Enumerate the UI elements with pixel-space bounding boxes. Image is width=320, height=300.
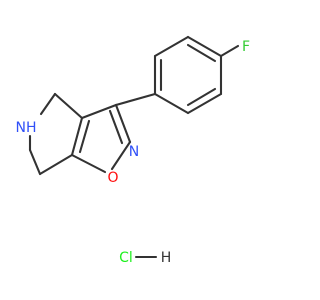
fluorine-label: F (242, 39, 250, 55)
structure-canvas: F N O NH Cl H (16, 35, 251, 266)
bond-c7a-c3a-inner (78, 119, 91, 154)
amine-label: NH (16, 120, 37, 136)
bond-c7-c7a (38, 153, 74, 176)
atom-labels: F N O NH Cl H (16, 39, 251, 266)
bond-o-c7a (70, 153, 107, 174)
bonds (28, 35, 240, 259)
bond-c4-n5 (39, 92, 57, 116)
bond-benzene-3 (186, 92, 223, 115)
bond-benzene-1 (186, 35, 223, 58)
bond-c3-n (114, 103, 132, 144)
hydrogen-label: H (161, 250, 172, 266)
bond-c7a-c3a (70, 116, 84, 157)
bond-c3a-c4 (53, 92, 84, 120)
bond-n-o (110, 140, 132, 171)
bond-c3-n-inner (108, 109, 124, 145)
chlorine-label: Cl (119, 250, 133, 266)
molecule-diagram: F N O NH Cl H (16, 35, 251, 266)
bond-carbon-fluorine (219, 44, 240, 58)
bond-aryl-isoxazole (114, 92, 157, 107)
bond-benzene-4 (153, 92, 190, 115)
ring-nitrogen-label: N (129, 144, 139, 160)
bond-benzene-1-inner (186, 43, 217, 63)
bond-benzene-6 (153, 35, 190, 58)
bond-c3a-c3 (80, 103, 118, 120)
ring-oxygen-label: O (107, 170, 118, 186)
bond-benzene-3-inner (186, 87, 217, 107)
bond-c6-c7 (28, 148, 42, 176)
